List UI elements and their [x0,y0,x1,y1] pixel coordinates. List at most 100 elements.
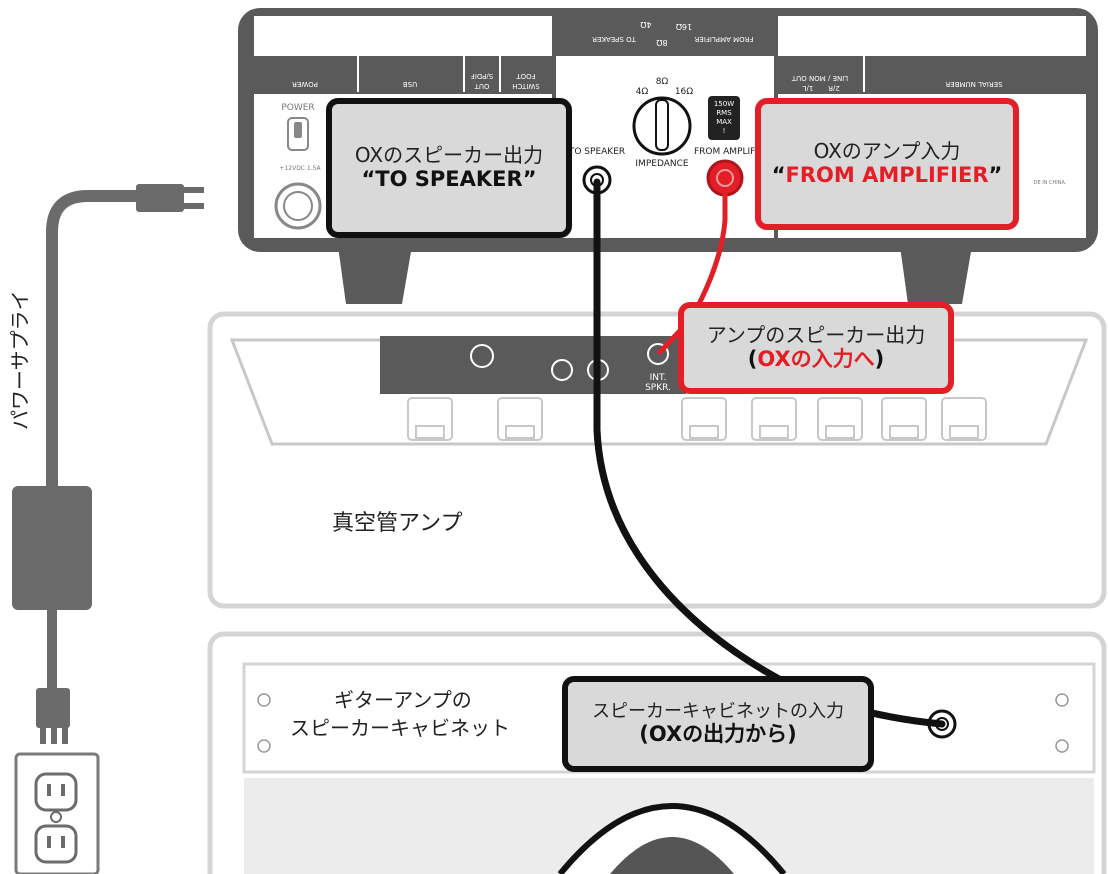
int-spkr-jack [647,343,669,365]
to-speaker-jack-label: TO SPEAKER [568,147,625,157]
dc-input-jack-inner [283,191,313,221]
header-foot-2: SWITCH [512,82,539,90]
tube-socket [751,397,797,441]
tube-base [415,425,445,439]
cabinet-panel [242,662,1096,774]
wall-plug [36,688,70,728]
impedance-knob-pointer [655,99,669,151]
callout-title: スピーカーキャビネットの入力 [592,700,844,722]
wall-plug-pin-b [51,726,57,744]
header-usb: USB [403,80,418,88]
header-line-1: LINE / MON OUT [791,74,848,82]
tube-base [505,425,535,439]
int-spkr-label-1: INT. [650,373,667,383]
cabinet-label-line2: スピーカーキャビネット [290,716,510,740]
header-serial: SERIAL NUMBER [945,80,1002,88]
header-spdif-1: S/PDIF [471,72,494,80]
quote-open: “ [771,163,786,188]
tube-socket [881,397,927,441]
top-label-to-speaker: TO SPEAKER [592,35,637,43]
dc-label: +12VDC 1.5A [279,165,321,172]
ox-top-strip-left [254,16,552,56]
ox-top-strip-right [778,16,1086,56]
power-supply [12,184,204,874]
wall-plug-pin-a [40,726,46,744]
dc-input-jack [274,182,322,230]
wall-plug-pin-c [62,726,68,744]
callout-sub: “FROM AMPLIFIER” [772,163,1003,188]
tube-amp: INT. SPKR. [207,311,1107,609]
tube-base [949,425,979,439]
tube-base [825,425,855,439]
tube-base [889,425,919,439]
ohm-8-label: 8Ω [656,77,669,87]
callout-ox-speaker-out: OXのスピーカー出力 “TO SPEAKER” [326,98,572,238]
tube-socket [941,397,987,441]
callout-sub-red: FROM AMPLIFIER [785,163,989,188]
cabinet-label-line1: ギターアンプの [334,688,472,712]
ox-foot-right [900,246,972,304]
speaker-cone-inner [610,837,734,874]
outlet-slot [47,784,51,796]
tube-base [689,425,719,439]
power-switch-toggle [294,122,302,138]
screw-icon [257,693,271,707]
header-power: POWER [292,80,318,88]
outlet-screw [50,811,62,823]
tube-base [759,425,789,439]
warning-icon: ! [723,127,726,135]
header-spdif-2: OUT [474,82,490,90]
screw-icon [1055,739,1069,753]
callout-amp-speaker-out: アンプのスピーカー出力 (OXの入力へ) [678,302,954,394]
quote-close: ” [988,163,1003,188]
speaker-cable [593,178,946,728]
callout-title: OXのスピーカー出力 [354,143,544,168]
callout-cabinet-input: スピーカーキャビネットの入力 (OXの出力から) [562,676,874,772]
tube-row [407,397,987,441]
rating-rms: RMS [716,109,732,117]
outlet-slot [47,836,51,848]
top-label-from-amplifier: FROM AMPLIFIER [694,35,753,43]
amp-knob [470,344,494,368]
outlet-slot [61,836,65,848]
power-supply-label: パワーサプライ [8,290,32,430]
tube-socket [681,397,727,441]
ox-foot-left [338,246,412,304]
rating-box [708,96,740,140]
top-label-16ohm: 16Ω [676,22,692,31]
header-line-3: 2/R [828,84,840,92]
callout-title: OXのアンプ入力 [813,139,961,164]
made-in-label: DE IN CHINA. [1034,180,1067,186]
callout-sub: (OXの出力から) [639,722,797,747]
power-switch-label: POWER [281,103,314,113]
header-line-2: 1/L [803,84,814,92]
header-foot-1: FOOT [516,72,536,80]
callout-title: アンプのスピーカー出力 [706,323,926,348]
rating-max: MAX [716,118,732,126]
screw-icon [1055,693,1069,707]
ohm-4-label: 4Ω [636,87,649,97]
power-brick [12,486,92,610]
callout-ox-amp-in: OXのアンプ入力 “FROM AMPLIFIER” [755,98,1019,230]
from-amp-jack-label: FROM AMPLIFIER [694,147,770,157]
power-plug-head [136,184,184,212]
power-plug-prong-a [182,187,204,193]
callout-sub-red: OXの入力へ [757,347,875,372]
callout-sub: (OXの入力へ) [748,347,885,372]
from-amp-jack-inner [716,169,734,187]
top-label-8ohm: 8Ω [656,38,667,47]
power-plug-prong-b [182,203,204,209]
ohm-16-label: 16Ω [675,87,693,97]
screw-icon [257,739,271,753]
paren-close: ) [874,347,885,372]
tube-socket [407,397,453,441]
outlet-socket-bottom [34,824,78,864]
tube-amp-label: 真空管アンプ [332,511,463,536]
rating-150w: 150W [714,100,734,108]
outlet-socket-top [34,772,78,812]
impedance-label: IMPEDANCE [635,159,688,169]
amp-panel [380,336,686,394]
outlet-slot [61,784,65,796]
callout-sub: “TO SPEAKER” [361,167,537,192]
